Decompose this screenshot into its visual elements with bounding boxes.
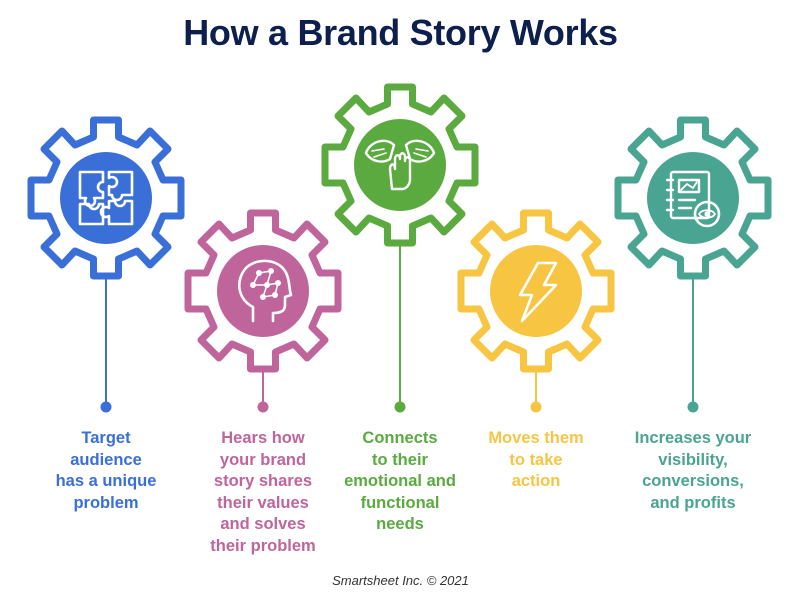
connector-4 xyxy=(530,371,542,413)
step-3-gear xyxy=(325,87,475,243)
footer-credit: Smartsheet Inc. © 2021 xyxy=(332,573,469,588)
connector-3 xyxy=(394,245,406,413)
connector-5 xyxy=(687,278,699,413)
hands-icon xyxy=(364,139,436,191)
step-4-label: Moves them to take action xyxy=(488,429,584,490)
step-1-label: Target audience has a unique problem xyxy=(55,429,157,512)
page-title: How a Brand Story Works xyxy=(183,12,618,53)
step-2-gear xyxy=(188,213,338,369)
connector-dot xyxy=(530,401,542,413)
connector-1 xyxy=(100,278,112,413)
connector-dot xyxy=(257,401,269,413)
step-5-gear xyxy=(618,120,768,276)
connector-dot xyxy=(394,401,406,413)
puzzle-icon xyxy=(78,170,134,226)
step-4-gear xyxy=(461,213,611,369)
connector-dot xyxy=(100,401,112,413)
connector-2 xyxy=(257,371,269,413)
step-5-label: Increases your visibility, conversions, … xyxy=(634,429,752,512)
step-2-label: Hears how your brand story shares their … xyxy=(210,429,316,555)
step-3-label: Connects to their emotional and function… xyxy=(344,429,456,533)
step-1-gear xyxy=(31,120,181,276)
report-eye-icon xyxy=(665,170,721,228)
connector-dot xyxy=(687,401,699,413)
lightning-icon xyxy=(518,261,558,323)
brain-head-icon xyxy=(238,259,293,323)
